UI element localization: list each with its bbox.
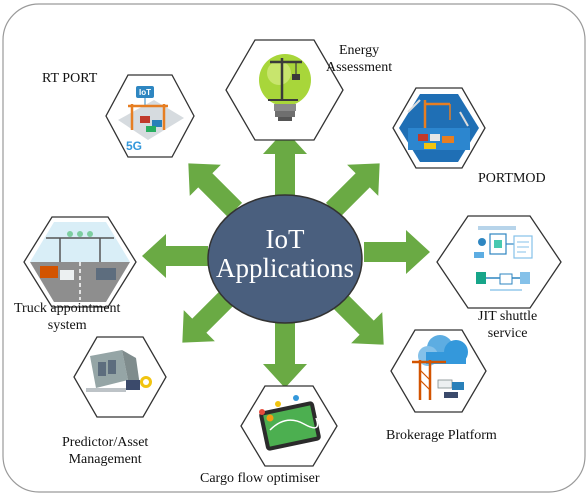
- cloud-crane-icon: [412, 335, 468, 400]
- label-energy-line2: Assessment: [326, 60, 393, 75]
- hex-energy-assessment: [225, 39, 344, 141]
- arrow-to-truck: [142, 234, 208, 278]
- arrow-to-cargo: [263, 322, 307, 388]
- label-jit-line2: service: [487, 326, 528, 341]
- label-cargo-flow-optimiser: Cargo flow optimiser: [200, 470, 320, 487]
- equipment-sensor-icon: [86, 350, 152, 392]
- hex-brokerage-platform: [390, 329, 487, 413]
- arrow-to-brokerage: [329, 290, 384, 345]
- lightbulb-crane-icon: [259, 54, 311, 121]
- label-jit-line1: JIT shuttle: [478, 309, 538, 324]
- label-truck-line2: system: [47, 318, 87, 333]
- label-brokerage-platform: Brokerage Platform: [386, 427, 497, 444]
- arrow-to-energy: [263, 130, 307, 196]
- arrow-to-predictor: [182, 288, 237, 343]
- label-truck-appointment: Truck appointment system: [14, 300, 120, 334]
- label-portmod-line1: PORTMOD: [478, 171, 546, 186]
- hex-predictor-asset-management: [73, 336, 167, 418]
- label-predictor-line2: Management: [68, 452, 142, 467]
- iot-5g-port-icon: IoT 5G: [118, 86, 184, 153]
- hex-rt-port: IoT 5G: [105, 74, 195, 158]
- shuttle-flow-diagram-icon: [474, 226, 533, 291]
- label-energy-line1: Energy: [338, 43, 380, 58]
- center-node: IoT Applications: [207, 194, 363, 324]
- label-cargo-line1: Cargo flow optimiser: [200, 471, 320, 486]
- label-predictor-line1: Predictor/Asset: [62, 435, 149, 450]
- label-truck-line1: Truck appointment: [14, 301, 121, 316]
- svg-text:5G: 5G: [126, 139, 142, 153]
- center-title-line1: IoT: [266, 224, 305, 254]
- svg-text:IoT: IoT: [139, 88, 151, 97]
- port-crane-scene-icon: [399, 94, 479, 162]
- hex-truck-appointment: [23, 216, 137, 308]
- arrow-to-jit: [364, 230, 430, 274]
- tablet-map-icon: [259, 395, 321, 451]
- arrow-to-portmod: [325, 163, 380, 218]
- label-predictor-asset: Predictor/Asset Management: [62, 434, 148, 468]
- highway-trucks-icon: [30, 222, 130, 302]
- label-rt-port: RT PORT: [42, 70, 97, 87]
- hex-cargo-flow-optimiser: [240, 385, 338, 467]
- label-jit-shuttle: JIT shuttle service: [478, 308, 537, 342]
- arrow-to-rtport: [188, 163, 243, 218]
- hex-jit-shuttle: [436, 215, 562, 309]
- center-title-line2: Applications: [216, 253, 354, 283]
- label-brokerage-line1: Brokerage Platform: [386, 428, 497, 443]
- label-energy-assessment: Energy Assessment: [326, 42, 392, 76]
- label-rtport-line1: RT PORT: [42, 71, 98, 86]
- hex-portmod: [392, 87, 486, 169]
- label-portmod: PORTMOD: [478, 170, 546, 187]
